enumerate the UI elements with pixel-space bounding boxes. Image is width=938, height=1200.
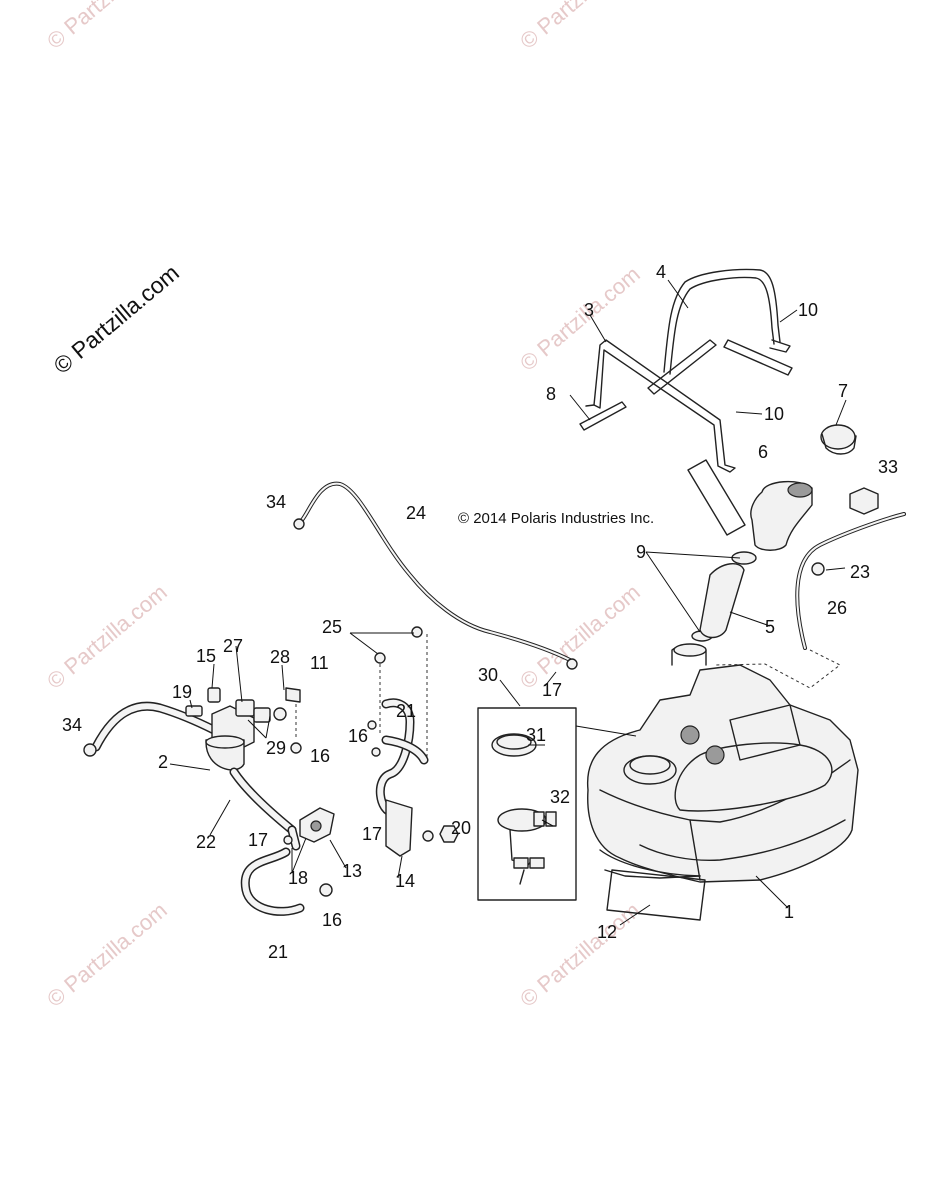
callout-11: 11: [310, 653, 329, 673]
small-fittings: [283, 626, 434, 897]
callout-17-bracket: 17: [362, 824, 382, 844]
clamp-part-9: [691, 551, 757, 642]
bracket-part-14: [385, 799, 413, 857]
callout-34-top: 34: [266, 492, 286, 512]
callout-15: 15: [196, 646, 216, 666]
callout-31: 31: [526, 725, 546, 745]
callout-6: 6: [758, 442, 768, 462]
fuel-pump-part-32: [497, 808, 557, 885]
callout-33: 33: [878, 457, 898, 477]
callout-25: 25: [322, 617, 342, 637]
callout-2: 2: [158, 752, 168, 772]
callout-30: 30: [478, 665, 498, 685]
callout-21-lower: 21: [268, 942, 288, 962]
hose-part-34-left: [83, 701, 219, 757]
watermark-faint: © Partzilla.com: [515, 0, 645, 54]
callout-16-bottom: 16: [322, 910, 342, 930]
callout-17-right: 17: [542, 680, 562, 700]
callout-21-upper: 21: [396, 701, 416, 721]
fuel-cap-part-7: [820, 424, 857, 455]
callout-32: 32: [550, 787, 570, 807]
callout-16-left: 16: [310, 746, 330, 766]
watermark-main: © Partzilla.com: [49, 259, 184, 379]
fuel-pump-part-13: [299, 807, 335, 843]
nut-part-20: [439, 825, 459, 843]
callout-12: 12: [597, 922, 617, 942]
callout-20: 20: [451, 818, 471, 838]
callout-5: 5: [765, 617, 775, 637]
dash-line: [715, 649, 841, 689]
watermark-faint: © Partzilla.com: [515, 261, 645, 375]
watermark-faint: © Partzilla.com: [515, 579, 645, 693]
watermark-faint: © Partzilla.com: [42, 897, 172, 1011]
callout-8: 8: [546, 384, 556, 404]
vent-line-part-26: [795, 512, 906, 650]
callout-16-bracket: 16: [348, 726, 368, 746]
leader-lines: [169, 279, 847, 926]
callout-28: 28: [270, 647, 290, 667]
hose-part-21-lower: [240, 847, 305, 916]
callout-22: 22: [196, 832, 216, 852]
copyright-text: © 2014 Polaris Industries Inc.: [458, 510, 654, 527]
hose-part-5: [699, 563, 745, 639]
callout-24: 24: [406, 503, 426, 523]
watermark-faint: © Partzilla.com: [42, 579, 172, 693]
callout-10-mid: 10: [764, 404, 784, 424]
callout-18: 18: [288, 868, 308, 888]
callout-9: 9: [636, 542, 646, 562]
callout-14: 14: [395, 871, 415, 891]
callout-13: 13: [342, 861, 362, 881]
pad-part-6: [687, 459, 746, 536]
callout-4: 4: [656, 262, 666, 282]
fuel-tank-part-1: [586, 643, 859, 883]
fuel-filter-part-2: [205, 705, 255, 771]
callout-26: 26: [827, 598, 847, 618]
callout-7: 7: [838, 381, 848, 401]
filler-neck: [750, 481, 813, 551]
hose-part-21-upper: [375, 698, 429, 817]
fittings-15-19-27-28: [185, 687, 301, 723]
label-part-12: [606, 869, 706, 921]
callout-27: 27: [223, 636, 243, 656]
watermark-faint: © Partzilla.com: [515, 897, 645, 1011]
pad-strips: [579, 339, 793, 431]
callout-23: 23: [850, 562, 870, 582]
callout-10-top: 10: [798, 300, 818, 320]
callout-17-left: 17: [248, 830, 268, 850]
callout-19: 19: [172, 682, 192, 702]
vent-line-part-24: [293, 481, 578, 670]
fitting-part-23: [811, 562, 825, 576]
callout-29: 29: [266, 738, 286, 758]
hose-part-22: [229, 767, 301, 851]
box-part-33: [849, 487, 879, 515]
callout-34-left: 34: [62, 715, 82, 735]
bracket-part-3: [585, 339, 736, 473]
fuel-pump-kit-box-part-30: [477, 707, 637, 901]
strap-part-4: [663, 268, 791, 375]
callout-3: 3: [584, 300, 594, 320]
callout-1: 1: [784, 902, 794, 922]
watermark-faint: © Partzilla.com: [42, 0, 172, 54]
